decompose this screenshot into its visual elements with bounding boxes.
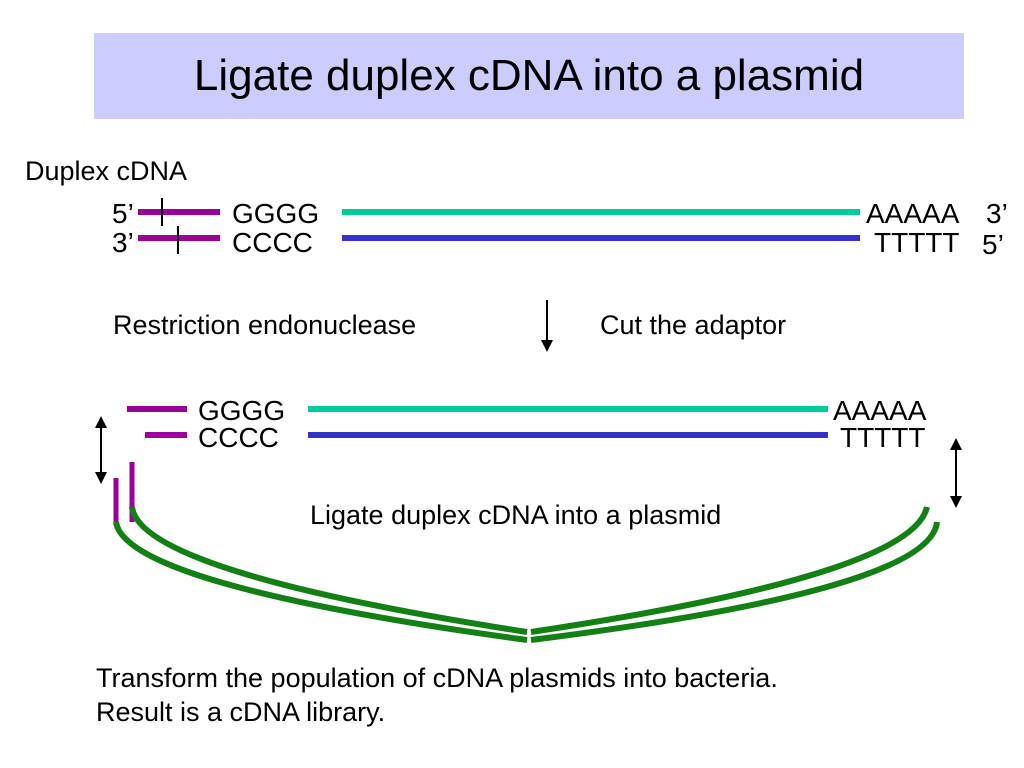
top-five-prime-label: 5’ bbox=[112, 198, 134, 229]
bottom-ttttt-label: TTTTT bbox=[874, 227, 960, 258]
plasmid-inner-left bbox=[129, 506, 528, 635]
footer-line-1: Transform the population of cDNA plasmid… bbox=[96, 663, 778, 693]
top-aaaaa-label: AAAAA bbox=[866, 198, 960, 229]
top-gggg-label: GGGG bbox=[232, 198, 320, 229]
bottom-cccc-label: CCCC bbox=[232, 227, 313, 258]
plasmid-inner-right bbox=[530, 506, 930, 635]
cut-ttttt-label: TTTTT bbox=[840, 422, 926, 453]
cut-aaaaa-label: AAAAA bbox=[833, 395, 927, 426]
bottom-three-prime-label: 3’ bbox=[112, 227, 134, 258]
plasmid-outer-right bbox=[530, 521, 940, 643]
cut-the-adaptor-label: Cut the adaptor bbox=[600, 310, 787, 340]
page-title: Ligate duplex cDNA into a plasmid bbox=[193, 51, 865, 100]
footer-line-2: Result is a cDNA library. bbox=[96, 697, 386, 727]
top-three-prime-label: 3’ bbox=[986, 198, 1008, 229]
restriction-endonuclease-label: Restriction endonuclease bbox=[113, 310, 417, 340]
bottom-five-prime-label: 5’ bbox=[982, 229, 1004, 260]
plasmid-outer-left bbox=[113, 521, 528, 643]
footer-text: Transform the population of cDNA plasmid… bbox=[96, 661, 778, 729]
ligate-label: Ligate duplex cDNA into a plasmid bbox=[310, 500, 722, 530]
cut-gggg-label: GGGG bbox=[198, 395, 286, 426]
cut-cccc-label: CCCC bbox=[198, 422, 279, 453]
duplex-cdna-label: Duplex cDNA bbox=[25, 156, 188, 186]
title-banner: Ligate duplex cDNA into a plasmid bbox=[94, 33, 964, 119]
